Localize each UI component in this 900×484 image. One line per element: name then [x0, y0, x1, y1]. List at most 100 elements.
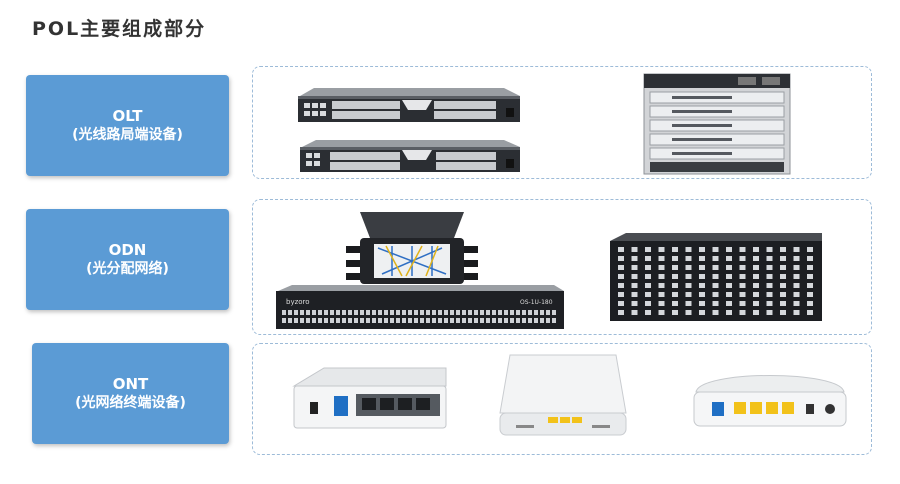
fiber-port: [793, 292, 800, 297]
fiber-port: [288, 310, 292, 315]
fiber-port: [631, 265, 638, 270]
fiber-port: [540, 310, 544, 315]
fiber-port: [324, 310, 328, 315]
fiber-port: [793, 247, 800, 252]
fiber-port: [726, 310, 732, 315]
fiber-port: [444, 318, 448, 323]
fiber-port: [658, 283, 665, 288]
fiber-port: [712, 310, 719, 315]
fiber-port: [631, 247, 638, 252]
fiber-port: [739, 283, 746, 288]
fiber-port: [420, 310, 424, 315]
fiber-port: [522, 318, 526, 323]
fiber-port: [618, 301, 624, 306]
fiber-port: [474, 310, 478, 315]
fiber-port: [658, 310, 665, 315]
fiber-port: [618, 256, 624, 261]
fiber-port: [480, 310, 484, 315]
fiber-port: [354, 318, 358, 323]
fiber-port: [486, 310, 490, 315]
odn-distribution-frame-icon: [610, 233, 822, 321]
fiber-port: [699, 283, 705, 288]
fiber-port: [631, 292, 638, 297]
olt-label-desc: (光线路局端设备): [72, 127, 183, 143]
fiber-port: [631, 301, 638, 306]
fiber-port: [318, 310, 322, 315]
fiber-port: [492, 318, 496, 323]
fiber-port: [712, 247, 719, 252]
ont-frame: [252, 343, 872, 455]
fiber-port: [807, 274, 813, 279]
fiber-port: [726, 274, 732, 279]
fiber-port: [631, 310, 638, 315]
fiber-port: [444, 310, 448, 315]
fiber-port: [390, 318, 394, 323]
fiber-port: [712, 301, 719, 306]
fiber-port: [672, 292, 678, 297]
fiber-port: [685, 283, 692, 288]
fiber-port: [540, 318, 544, 323]
fiber-port: [658, 256, 665, 261]
fiber-port: [645, 310, 651, 315]
fiber-port: [402, 318, 406, 323]
fiber-port: [414, 318, 418, 323]
fiber-port: [658, 292, 665, 297]
fiber-port: [366, 318, 370, 323]
fiber-port: [699, 301, 705, 306]
fiber-port: [534, 310, 538, 315]
fiber-port: [807, 310, 813, 315]
fiber-port: [739, 256, 746, 261]
odn-patch-panel-icon: byzoro OS-1U-180: [276, 285, 564, 329]
fiber-port: [300, 310, 304, 315]
fiber-port: [726, 292, 732, 297]
panel-model-text: OS-1U-180: [520, 299, 553, 306]
fiber-port: [378, 310, 382, 315]
fiber-port: [645, 301, 651, 306]
fiber-port: [516, 310, 520, 315]
fiber-port: [807, 256, 813, 261]
olt-chassis-icon: [643, 73, 791, 175]
fiber-port: [480, 318, 484, 323]
fiber-port: [438, 310, 442, 315]
fiber-port: [456, 318, 460, 323]
fiber-port: [726, 265, 732, 270]
odn-label-desc: (光分配网络): [86, 261, 169, 277]
ont-label-box: ONT (光网络终端设备): [32, 343, 229, 444]
fiber-port: [726, 283, 732, 288]
fiber-port: [396, 310, 400, 315]
fiber-port: [528, 318, 532, 323]
fiber-port: [685, 274, 692, 279]
fiber-port: [408, 310, 412, 315]
fiber-port: [685, 310, 692, 315]
fiber-port: [753, 283, 759, 288]
fiber-port: [306, 310, 310, 315]
fiber-port: [699, 310, 705, 315]
fiber-port: [330, 310, 334, 315]
fiber-port: [336, 310, 340, 315]
fiber-port: [318, 318, 322, 323]
fiber-port: [658, 265, 665, 270]
fiber-port: [552, 318, 556, 323]
fiber-port: [282, 310, 286, 315]
fiber-port: [699, 247, 705, 252]
fiber-port: [766, 310, 773, 315]
fiber-port: [324, 318, 328, 323]
fiber-port: [712, 256, 719, 261]
fiber-port: [552, 310, 556, 315]
fiber-port: [342, 318, 346, 323]
fiber-port: [498, 310, 502, 315]
fiber-port: [426, 310, 430, 315]
fiber-port: [726, 301, 732, 306]
ont-router-icon: [499, 354, 627, 436]
fiber-port: [534, 318, 538, 323]
fiber-port: [414, 310, 418, 315]
fiber-port: [712, 283, 719, 288]
fiber-port: [753, 310, 759, 315]
ont-router-icon: [693, 375, 847, 427]
fiber-port: [498, 318, 502, 323]
odn-frame: [252, 199, 872, 335]
fiber-port: [672, 283, 678, 288]
fiber-port: [645, 256, 651, 261]
fiber-port: [645, 247, 651, 252]
fiber-port: [685, 247, 692, 252]
